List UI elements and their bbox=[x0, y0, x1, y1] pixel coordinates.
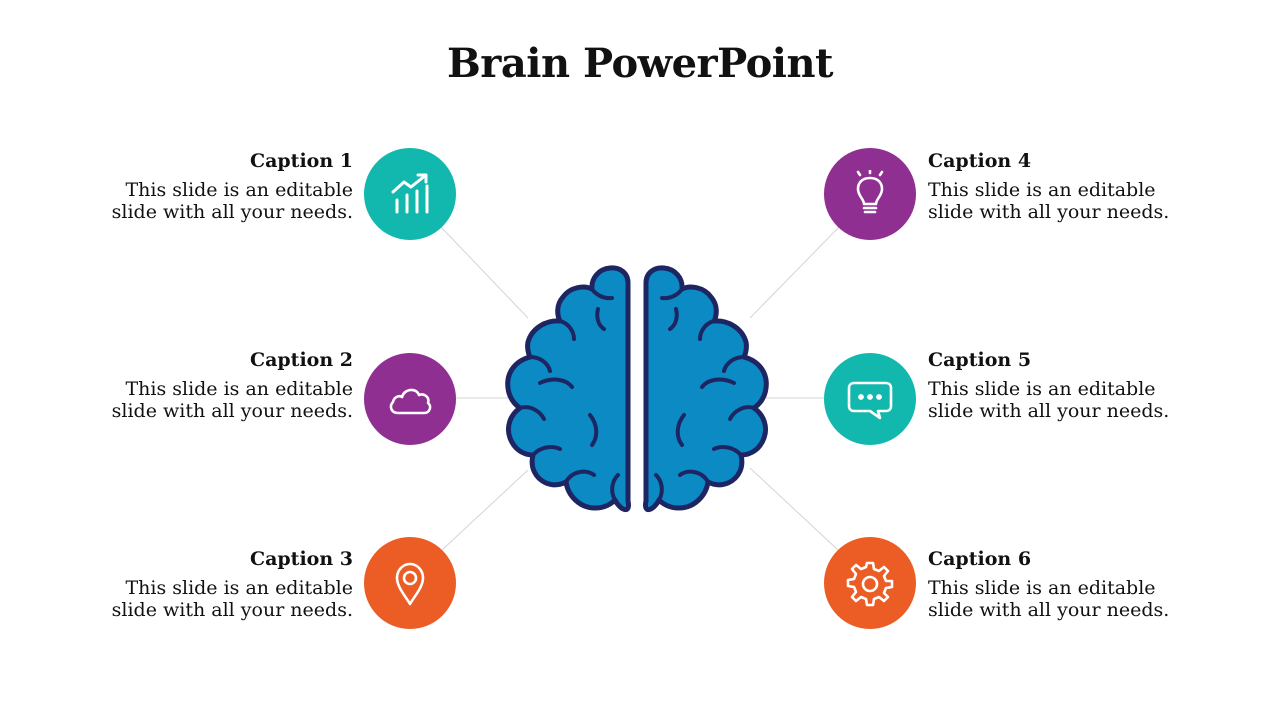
connector-4 bbox=[749, 225, 841, 319]
caption-4-title: Caption 4 bbox=[928, 150, 1032, 172]
caption-6: Caption 6 This slide is an editable slid… bbox=[928, 548, 1228, 621]
icon-circle-3 bbox=[364, 537, 456, 629]
brain-right-hemisphere bbox=[643, 265, 769, 512]
caption-2: Caption 2 This slide is an editable slid… bbox=[53, 349, 353, 422]
connector-1 bbox=[439, 225, 529, 319]
lightbulb-icon bbox=[856, 170, 884, 214]
caption-1-text-line1: This slide is an editable bbox=[125, 179, 353, 201]
caption-3-title: Caption 3 bbox=[249, 548, 353, 570]
caption-1-text-line2: slide with all your needs. bbox=[111, 201, 353, 223]
caption-1: Caption 1 This slide is an editable slid… bbox=[53, 150, 353, 223]
caption-4-text-line1: This slide is an editable bbox=[928, 179, 1156, 201]
caption-4-text-line2: slide with all your needs. bbox=[928, 201, 1170, 223]
icon-circle-2 bbox=[364, 353, 456, 445]
chat-bubble-icon bbox=[847, 381, 893, 420]
brain-left-hemisphere bbox=[505, 265, 631, 512]
caption-6-title: Caption 6 bbox=[928, 548, 1032, 570]
caption-1-title: Caption 1 bbox=[249, 150, 353, 172]
connector-3 bbox=[441, 469, 529, 551]
icon-circle-5 bbox=[824, 353, 916, 445]
brain-folds bbox=[518, 287, 756, 502]
caption-3-text-line1: This slide is an editable bbox=[125, 577, 353, 599]
caption-2-text-line1: This slide is an editable bbox=[125, 378, 353, 400]
location-pin-icon bbox=[395, 562, 425, 606]
caption-6-text-line1: This slide is an editable bbox=[928, 577, 1156, 599]
gear-icon bbox=[846, 561, 894, 607]
caption-5-text-line1: This slide is an editable bbox=[928, 378, 1156, 400]
connector-6 bbox=[749, 467, 839, 551]
slide-title: Brain PowerPoint bbox=[446, 40, 834, 87]
caption-5-title: Caption 5 bbox=[928, 349, 1032, 371]
icon-circle-1 bbox=[364, 148, 456, 240]
cloud-icon bbox=[389, 388, 432, 415]
caption-3: Caption 3 This slide is an editable slid… bbox=[53, 548, 353, 621]
caption-3-text-line2: slide with all your needs. bbox=[111, 599, 353, 621]
caption-4: Caption 4 This slide is an editable slid… bbox=[928, 150, 1228, 223]
caption-2-title: Caption 2 bbox=[249, 349, 353, 371]
icon-circle-6 bbox=[824, 537, 916, 629]
brain-illustration bbox=[505, 265, 769, 512]
caption-5-text-line2: slide with all your needs. bbox=[928, 400, 1170, 422]
trend-chart-icon bbox=[391, 173, 429, 214]
caption-6-text-line2: slide with all your needs. bbox=[928, 599, 1170, 621]
caption-5: Caption 5 This slide is an editable slid… bbox=[928, 349, 1228, 422]
caption-2-text-line2: slide with all your needs. bbox=[111, 400, 353, 422]
icon-circle-4 bbox=[824, 148, 916, 240]
